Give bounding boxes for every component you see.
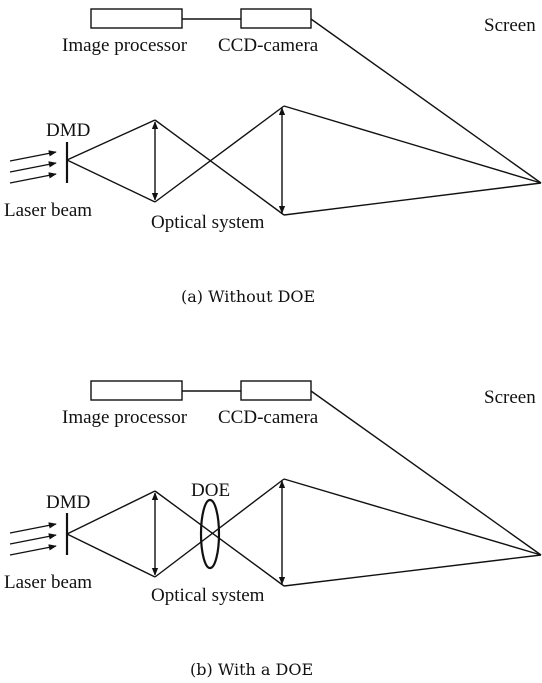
caption-a: (a) Without DOE [181, 287, 315, 306]
laser-arrow [9, 172, 57, 184]
ray [283, 478, 542, 556]
screen-label: Screen [484, 15, 536, 36]
optical-system-label: Optical system [151, 212, 265, 233]
ccd-camera-box [240, 8, 312, 29]
camera-view-line [310, 390, 542, 556]
ray [283, 182, 542, 216]
laser-arrow [9, 161, 57, 173]
laser-beam-label: Laser beam [4, 572, 92, 593]
dmd-label: DMD [46, 120, 90, 141]
image-processor-label: Image processor [62, 35, 188, 56]
ray [154, 119, 285, 216]
ray-paths [66, 105, 542, 216]
image-processor-box [90, 8, 183, 29]
laser-arrow [9, 544, 57, 556]
ray [66, 490, 156, 535]
doe-element [199, 498, 221, 570]
ccd-camera-label: CCD-camera [218, 407, 319, 428]
image-processor-box [90, 380, 183, 401]
ray-paths [66, 478, 542, 587]
camera-view-line [310, 18, 542, 184]
panel-a: Image processor CCD-camera Screen DMD La… [4, 8, 542, 306]
panel-b: Image processor CCD-camera Screen DMD La… [4, 380, 542, 679]
ray [66, 533, 156, 578]
laser-beam-label: Laser beam [4, 200, 92, 221]
laser-arrow [9, 522, 57, 534]
laser-arrow [9, 150, 57, 162]
image-processor-label: Image processor [62, 407, 188, 428]
ray [283, 554, 542, 587]
ray [154, 105, 285, 203]
doe-label: DOE [191, 480, 230, 501]
optical-system-label: Optical system [151, 585, 265, 606]
ccd-camera-label: CCD-camera [218, 35, 319, 56]
laser-arrow [9, 533, 57, 545]
ray [66, 119, 156, 161]
laser-arrows [9, 522, 57, 556]
screen-label: Screen [484, 387, 536, 408]
ccd-camera-box [240, 380, 312, 401]
ray [283, 105, 542, 184]
ray [66, 159, 156, 203]
laser-arrows [9, 150, 57, 184]
dmd-label: DMD [46, 492, 90, 513]
caption-b: (b) With a DOE [190, 660, 313, 679]
